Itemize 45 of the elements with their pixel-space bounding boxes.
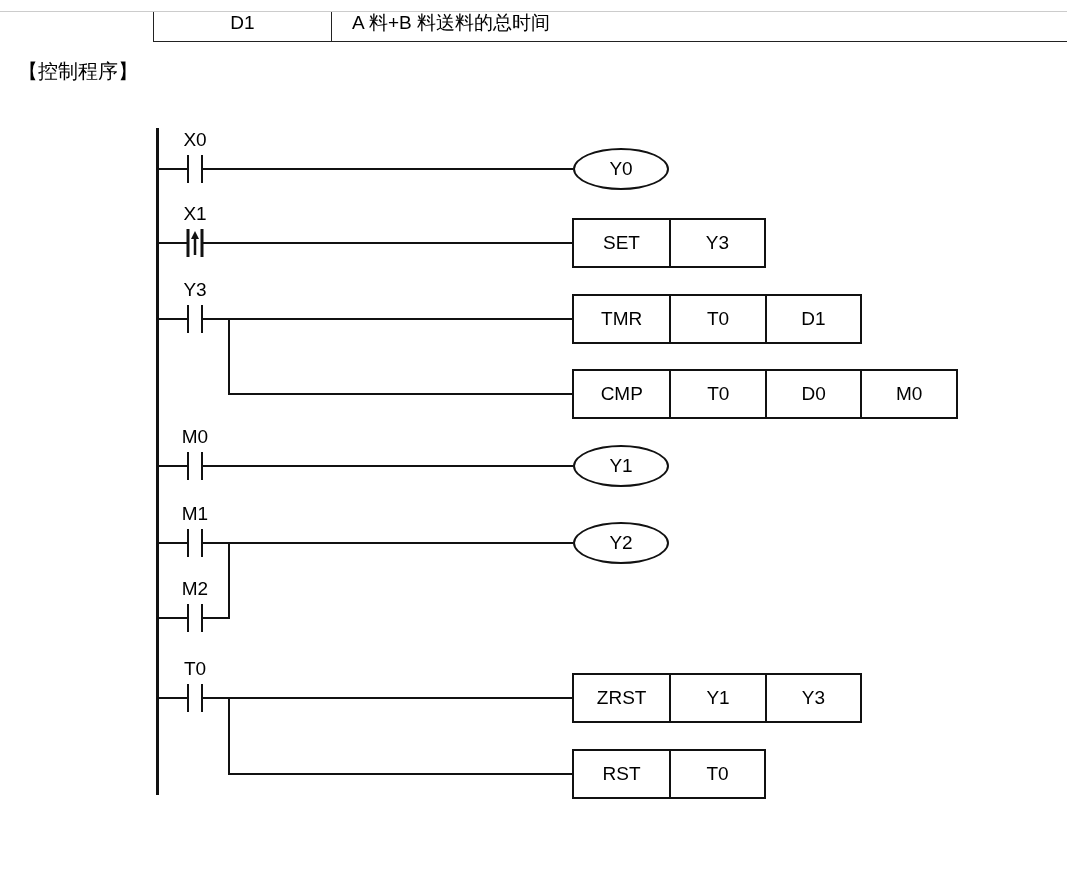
rung-wire <box>209 168 574 170</box>
rung-wire <box>158 465 181 467</box>
table-cell-text: D1 <box>230 12 255 33</box>
instruction-operand: M0 <box>860 371 956 417</box>
instruction-name: CMP <box>599 382 644 406</box>
instruction-operand: Y1 <box>669 675 765 721</box>
coil-label: Y0 <box>609 158 633 180</box>
section-heading: 【控制程序】 <box>18 58 138 84</box>
instruction-name: TMR <box>600 307 644 331</box>
instruction-operand: T0 <box>669 751 764 797</box>
coil-label: Y2 <box>609 532 633 554</box>
instruction-operand: T0 <box>669 371 765 417</box>
contact-label: M2 <box>180 578 210 600</box>
instruction-name: RST <box>601 762 642 786</box>
rung-wire <box>158 168 181 170</box>
instruction-name: SET <box>602 231 641 255</box>
instruction-operand: T0 <box>669 296 765 342</box>
instruction-operand: D0 <box>765 371 861 417</box>
instruction-box <box>572 673 862 723</box>
contact-label: X0 <box>182 129 208 151</box>
rung-wire <box>158 617 181 619</box>
instruction-box <box>572 369 958 419</box>
instruction-box <box>572 749 766 799</box>
contact-label: T0 <box>182 658 208 680</box>
instruction-box <box>572 218 766 268</box>
rung-wire <box>209 465 574 467</box>
coil-label: Y1 <box>609 455 633 477</box>
rung-wire <box>209 242 573 244</box>
instruction-operand: D1 <box>764 296 860 342</box>
contact-label: M1 <box>180 503 210 525</box>
rung-wire <box>158 542 181 544</box>
contact-label: X1 <box>182 203 208 225</box>
rung-wire <box>158 318 181 320</box>
rung-wire <box>158 697 181 699</box>
instruction-box <box>572 294 862 344</box>
instruction-operand: Y3 <box>764 675 860 721</box>
power-rail <box>156 128 159 795</box>
rung-wire <box>209 697 573 775</box>
rung-wire <box>158 242 181 244</box>
instruction-operand: Y3 <box>669 220 764 266</box>
instruction-name: ZRST <box>595 686 648 710</box>
contact-label: M0 <box>180 426 210 448</box>
table-cell-text: A 料+B 料送料的总时间 <box>352 12 550 33</box>
contact-label: Y3 <box>182 279 208 301</box>
rung-wire <box>209 318 573 395</box>
